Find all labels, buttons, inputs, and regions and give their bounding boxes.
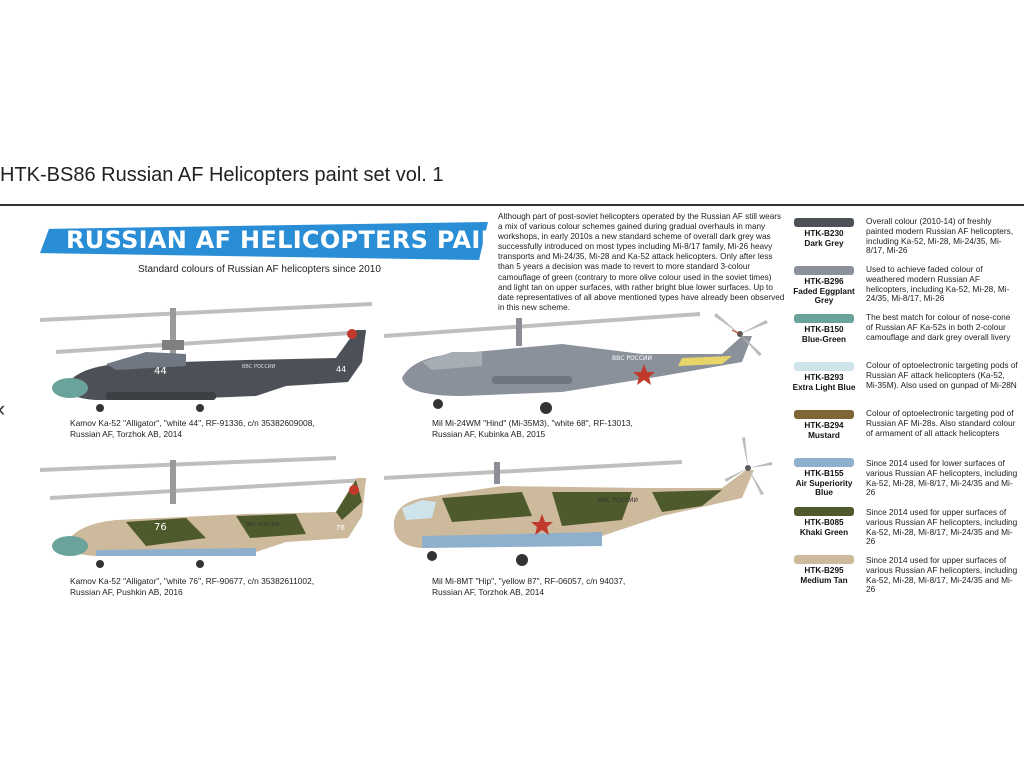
heli-1-marking: 44 xyxy=(154,366,167,377)
heli-4-label: ВВС РОССИИ xyxy=(598,497,638,504)
paint-name-label: Blue-Green xyxy=(801,334,847,344)
page-title: HTK-BS86 Russian AF Helicopters paint se… xyxy=(0,164,444,186)
paint-swatch-b294 xyxy=(794,410,854,419)
paint-desc-b295: Since 2014 used for upper surfaces of va… xyxy=(866,555,1018,595)
paint-name-label: Khaki Green xyxy=(799,527,849,537)
heli-3-tail-marking: 76 xyxy=(336,524,345,532)
paint-code-b155: HTK-B155 Air Superiority Blue xyxy=(786,469,862,498)
paint-code-b230: HTK-B230 Dark Grey xyxy=(786,229,862,248)
banner-subtitle: Standard colours of Russian AF helicopte… xyxy=(138,264,381,275)
paint-name-label: Air Superiority Blue xyxy=(795,478,853,498)
heli-1-caption: Kamov Ka-52 "Alligator", "white 44", RF-… xyxy=(70,418,315,440)
paint-swatch-b296 xyxy=(794,266,854,275)
paint-desc-b293: Colour of optoelectronic targeting pods … xyxy=(866,360,1018,390)
ka52-camo-illustration: 76 76 ВВС РОССИИ xyxy=(40,456,366,568)
paint-swatch-b295 xyxy=(794,555,854,564)
paint-code-label: HTK-B155 xyxy=(804,469,844,478)
paint-swatch-b150 xyxy=(794,314,854,323)
heli-4-caption-line1: Mil Mi-8MT "Hip", "yellow 87", RF-06057,… xyxy=(432,576,626,586)
paint-code-b085: HTK-B085 Khaki Green xyxy=(786,518,862,537)
paint-code-label: HTK-B294 xyxy=(804,421,844,430)
paint-code-b293: HTK-B293 Extra Light Blue xyxy=(786,373,862,392)
heli-2-caption-line2: Russian AF, Kubinka AB, 2015 xyxy=(432,429,546,439)
paint-code-label: HTK-B295 xyxy=(804,566,844,575)
paint-swatch-b085 xyxy=(794,507,854,516)
heli-2-caption-line1: Mil Mi-24WM "Hind" (Mi-35M3), "white 68"… xyxy=(432,418,633,428)
heli-1-caption-line1: Kamov Ka-52 "Alligator", "white 44", RF-… xyxy=(70,418,315,428)
heli-3-caption-line1: Kamov Ka-52 "Alligator", "white 76", RF-… xyxy=(70,576,315,586)
paint-desc-b230: Overall colour (2010-14) of freshly pain… xyxy=(866,216,1014,256)
paint-swatch-b230 xyxy=(794,218,854,227)
heli-2-caption: Mil Mi-24WM "Hind" (Mi-35M3), "white 68"… xyxy=(432,418,633,440)
banner-title: RUSSIAN AF HELICOPTERS PAINT SET VOL. 1 xyxy=(66,226,676,254)
heli-3-marking: 76 xyxy=(154,522,167,533)
mi8-camo-illustration: ВВС РОССИИ xyxy=(384,437,772,566)
heli-3-label: ВВС РОССИИ xyxy=(246,522,280,528)
paint-name-label: Faded Eggplant Grey xyxy=(793,286,855,306)
heli-4-caption: Mil Mi-8MT "Hip", "yellow 87", RF-06057,… xyxy=(432,576,625,598)
heli-1-caption-line2: Russian AF, Torzhok AB, 2014 xyxy=(70,429,183,439)
heli-1-label: ВВС РОССИИ xyxy=(242,364,276,370)
paint-desc-b150: The best match for colour of nose-cone o… xyxy=(866,312,1011,342)
mi24-grey-illustration: ВВС РОССИИ xyxy=(384,312,768,414)
paint-desc-b296: Used to achieve faded colour of weathere… xyxy=(866,264,1010,304)
paint-swatch-b155 xyxy=(794,458,854,467)
intro-paragraph: Although part of post-soviet helicopters… xyxy=(498,212,785,312)
paint-name-label: Mustard xyxy=(808,430,840,440)
paint-code-b295: HTK-B295 Medium Tan xyxy=(786,566,862,585)
ka52-grey-illustration: 44 44 ВВС РОССИИ xyxy=(40,302,372,412)
paint-desc-b155: Since 2014 used for lower surfaces of va… xyxy=(866,458,1018,498)
paint-code-label: HTK-B085 xyxy=(804,518,844,527)
paint-name-label: Medium Tan xyxy=(800,575,848,585)
heli-4-caption-line2: Russian AF, Torzhok AB, 2014 xyxy=(432,587,545,597)
paint-code-label: HTK-B296 xyxy=(804,277,844,286)
paint-swatch-b293 xyxy=(794,362,854,371)
previous-arrow-icon[interactable]: ‹ xyxy=(0,396,5,422)
paint-desc-b294: Colour of optoelectronic targeting pod o… xyxy=(866,408,1016,438)
heli-3-caption-line2: Russian AF, Pushkin AB, 2016 xyxy=(70,587,183,597)
title-divider xyxy=(0,204,1024,206)
heli-2-label: ВВС РОССИИ xyxy=(612,355,652,362)
paint-desc-b085: Since 2014 used for upper surfaces of va… xyxy=(866,507,1018,547)
heli-1-tail-marking: 44 xyxy=(336,365,346,374)
paint-code-label: HTK-B230 xyxy=(804,229,844,238)
banner-background xyxy=(40,222,488,260)
paint-code-label: HTK-B293 xyxy=(804,373,844,382)
paint-name-label: Extra Light Blue xyxy=(792,382,856,392)
paint-code-b294: HTK-B294 Mustard xyxy=(786,421,862,440)
paint-code-b150: HTK-B150 Blue-Green xyxy=(786,325,862,344)
paint-code-label: HTK-B150 xyxy=(804,325,844,334)
heli-3-caption: Kamov Ka-52 "Alligator", "white 76", RF-… xyxy=(70,576,314,598)
paint-code-b296: HTK-B296 Faded Eggplant Grey xyxy=(786,277,862,306)
paint-name-label: Dark Grey xyxy=(804,238,844,248)
